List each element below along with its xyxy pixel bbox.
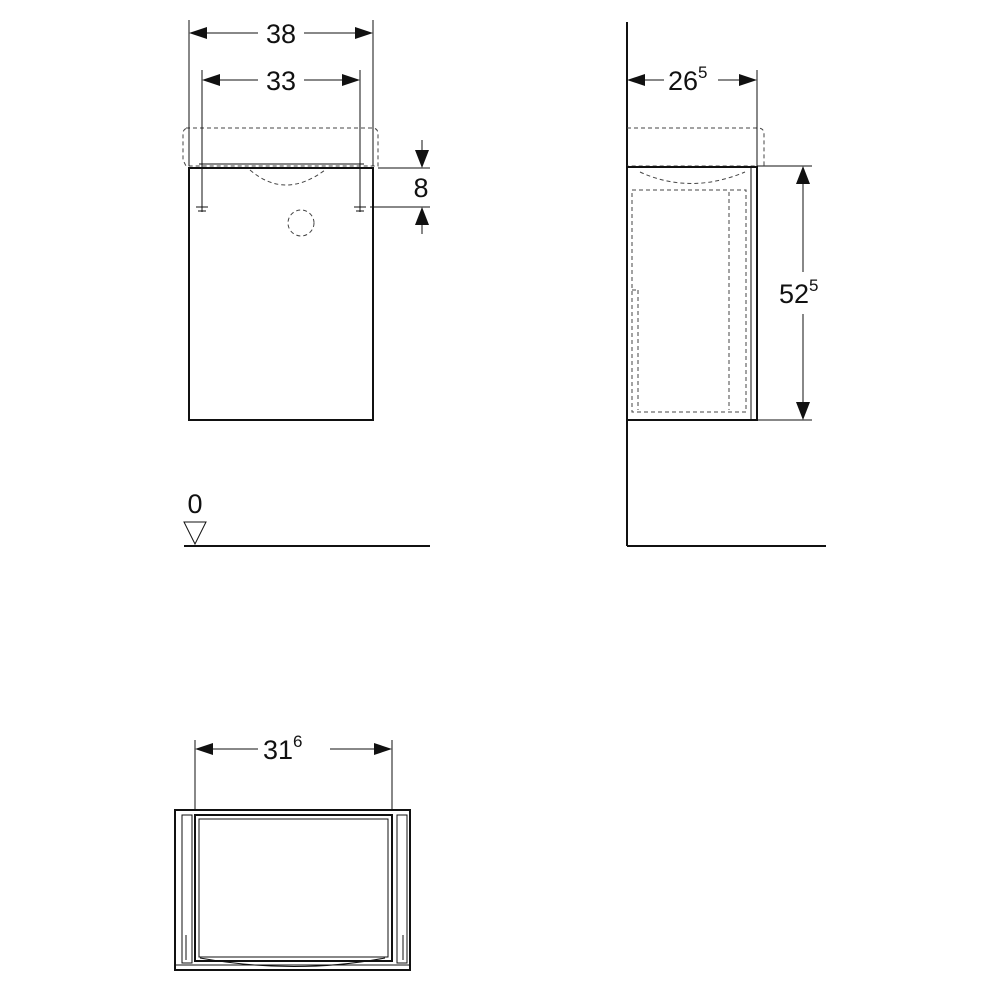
dim-depth-sup: 5 [698,63,707,82]
dim-height-sup: 5 [809,276,818,295]
side-inner-outline [631,189,747,413]
dim-depth-main: 26 [668,66,698,96]
dim-height-label: 525 [779,276,819,309]
dim-height: 525 [757,165,819,421]
dim-outer-width: 38 [188,19,374,166]
dim-hole-offset: 8 [370,140,430,234]
side-washbasin-outline [627,127,765,167]
floor-level-marker [183,521,207,546]
front-drain-opening [287,209,315,237]
dim-inner-width: 33 [201,66,361,180]
dim-inner-drawer-width-label: 316 [263,732,303,765]
floor-level-label: 0 [187,489,202,519]
dim-inner-drawer-width: 316 [194,732,393,810]
front-view: 38 33 8 [182,19,430,421]
dim-inner-drawer-width-sup: 6 [293,732,302,751]
top-drawer-box [194,814,393,962]
front-washbasin-outline [182,127,379,167]
dim-hole-offset-label: 8 [413,173,428,203]
top-basin-curve [199,957,386,967]
side-basin-bowl [639,171,746,184]
side-view: 265 525 [626,22,826,547]
side-cabinet-body [626,166,758,421]
dim-depth-label: 265 [668,63,708,96]
dim-inner-drawer-width-main: 31 [263,735,293,765]
front-cabinet-body [188,167,374,421]
top-view: 316 [174,732,411,971]
dim-height-main: 52 [779,279,809,309]
front-mount-point-left [196,180,208,212]
dim-inner-width-label: 33 [266,66,296,96]
top-left-panel [181,814,193,964]
front-mount-point-right [354,180,366,212]
front-basin-bowl [249,169,326,186]
dim-outer-width-label: 38 [266,19,296,49]
top-outer-frame [174,809,411,971]
top-right-panel [396,814,408,964]
floor-reference: 0 [183,489,430,547]
dim-depth: 265 [627,63,758,166]
